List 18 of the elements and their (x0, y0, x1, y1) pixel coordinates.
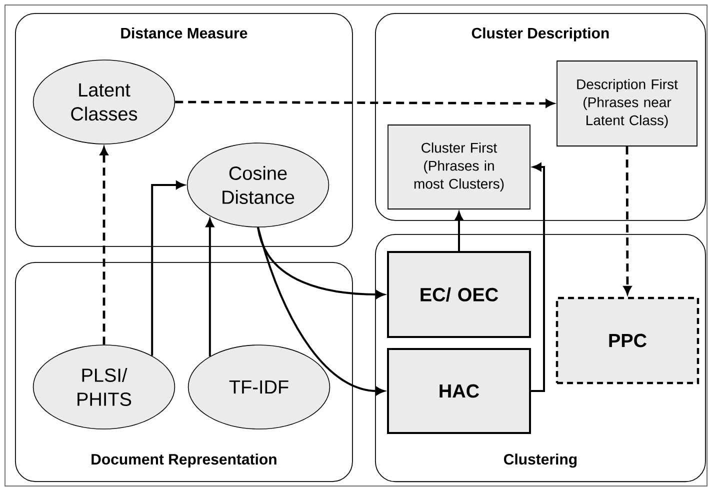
arrow (175, 99, 554, 108)
arrow (257, 227, 385, 396)
ellipse-node: TF-IDF (188, 344, 330, 430)
text-box: Description First (Phrases near Latent Class) (556, 60, 698, 146)
arrow (100, 147, 108, 345)
text-box: Cluster First (Phrases in most Clusters) (388, 124, 530, 210)
process-box: EC/ OEC (387, 251, 531, 338)
arrow (624, 146, 632, 294)
ellipse-node: Cosine Distance (186, 142, 330, 228)
arrow (531, 162, 545, 392)
ellipse-node: PLSI/ PHITS (32, 344, 176, 430)
arrow (454, 212, 464, 251)
process-box: HAC (387, 348, 531, 434)
arrow (206, 218, 214, 356)
process-box: PPC (556, 296, 700, 384)
ellipse-node: Latent Classes (32, 60, 176, 144)
arrow (257, 227, 385, 299)
arrow (151, 180, 184, 356)
